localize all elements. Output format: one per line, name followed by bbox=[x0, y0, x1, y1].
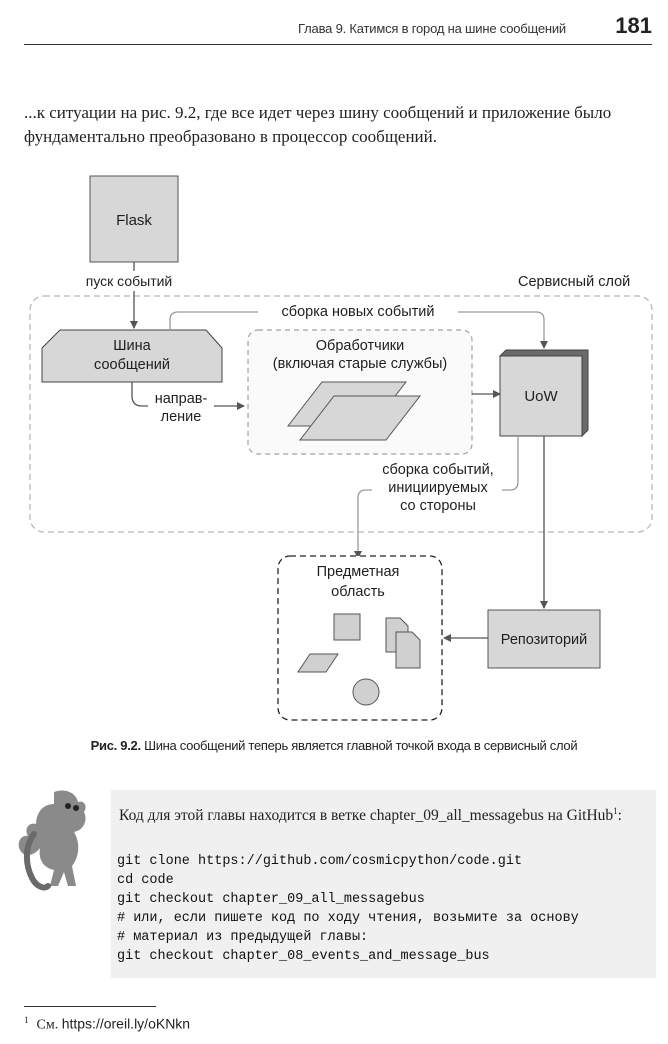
uow-label: UoW bbox=[524, 388, 558, 405]
domain-document-front bbox=[395, 631, 421, 669]
lemur-icon bbox=[14, 786, 96, 896]
code-line: git checkout chapter_09_all_messagebus bbox=[117, 892, 425, 907]
bus-label-line2: сообщений bbox=[94, 357, 170, 373]
body-paragraph: ...к ситуации на рис. 9.2, где все идет … bbox=[24, 103, 612, 146]
page-header: Глава 9. Катимся в город на шине сообщен… bbox=[24, 8, 652, 45]
domain-square bbox=[333, 613, 361, 641]
collect-events-line1: сборка событий, bbox=[382, 462, 494, 478]
caption-text: Шина сообщений теперь является главной т… bbox=[144, 738, 578, 753]
code-line: git clone https://github.com/cosmicpytho… bbox=[117, 854, 523, 869]
architecture-diagram: Сервисный слой Flask пуск событий Шина с… bbox=[29, 175, 653, 721]
code-line: cd code bbox=[117, 873, 174, 888]
handler-page-front bbox=[298, 395, 422, 441]
message-bus-shape bbox=[41, 329, 223, 383]
footnote-prefix: См. bbox=[36, 1017, 59, 1033]
footnote: 1 См. https://oreil.ly/oKNkn bbox=[24, 1015, 190, 1034]
footnote-ref[interactable]: 1 bbox=[613, 806, 618, 816]
route-arrow bbox=[131, 382, 245, 410]
caption-label: Рис. 9.2. bbox=[90, 738, 141, 753]
repository-label: Репозиторий bbox=[501, 632, 587, 648]
domain-parallelogram bbox=[297, 653, 339, 673]
code-block: git clone https://github.com/cosmicpytho… bbox=[117, 852, 579, 966]
tip-text: Код для этой главы находится в ветке cha… bbox=[119, 802, 651, 825]
domain-label-line2: область bbox=[331, 584, 385, 600]
tip-text-end: : bbox=[617, 807, 622, 825]
running-title: Глава 9. Катимся в город на шине сообщен… bbox=[298, 21, 566, 36]
event-trigger-label: пуск событий bbox=[86, 273, 173, 289]
handlers-label-line2: (включая старые службы) bbox=[273, 356, 447, 372]
figure-caption: Рис. 9.2. Шина сообщений теперь является… bbox=[0, 738, 668, 753]
collect-new-events-label: сборка новых событий bbox=[282, 304, 435, 320]
uow-box bbox=[499, 355, 583, 437]
domain-label-line1: Предметная bbox=[317, 564, 400, 580]
service-layer-label: Сервисный слой bbox=[518, 274, 630, 290]
route-label-line1: направ- bbox=[155, 391, 208, 407]
repository-box bbox=[487, 609, 601, 669]
code-line: git checkout chapter_08_events_and_messa… bbox=[117, 949, 490, 964]
handlers-label-line1: Обработчики bbox=[316, 338, 405, 354]
bus-label-line1: Шина bbox=[113, 338, 151, 354]
flask-box bbox=[89, 175, 179, 263]
code-line: # или, если пишете код по ходу чтения, в… bbox=[117, 911, 579, 926]
collect-events-line2: инициируемых bbox=[388, 480, 488, 496]
flask-label: Flask bbox=[116, 212, 152, 229]
page-number: 181 bbox=[615, 13, 652, 38]
code-line: # материал из предыдущей главы: bbox=[117, 930, 369, 945]
figure-9-2: Сервисный слой Flask пуск событий Шина с… bbox=[0, 170, 668, 730]
route-label-line2: ление bbox=[161, 409, 202, 425]
footnote-divider bbox=[24, 1006, 156, 1007]
domain-circle bbox=[352, 678, 380, 706]
collect-events-line3: со стороны bbox=[400, 498, 476, 514]
tip-text-main: Код для этой главы находится в ветке cha… bbox=[119, 807, 614, 825]
tip-box: Код для этой главы находится в ветке cha… bbox=[111, 790, 656, 978]
service-layer-region bbox=[29, 295, 653, 533]
footnote-link[interactable]: https://oreil.ly/oKNkn bbox=[61, 1015, 191, 1032]
footnote-number: 1 bbox=[24, 1015, 29, 1025]
